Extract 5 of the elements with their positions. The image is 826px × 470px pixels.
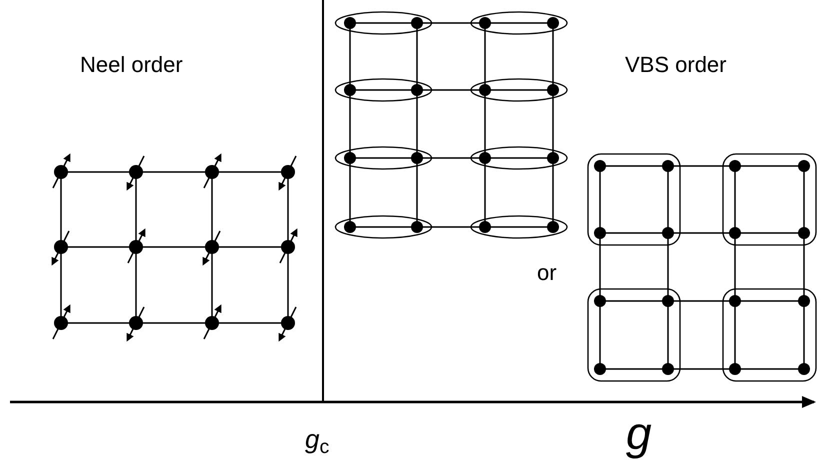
conjunction-text: or — [537, 259, 557, 287]
phase-label: Neel order — [80, 51, 183, 79]
axis-label: g$_{c}$ — [305, 423, 330, 459]
phase-label: VBS order — [625, 51, 726, 79]
axis-label: g — [626, 410, 652, 456]
